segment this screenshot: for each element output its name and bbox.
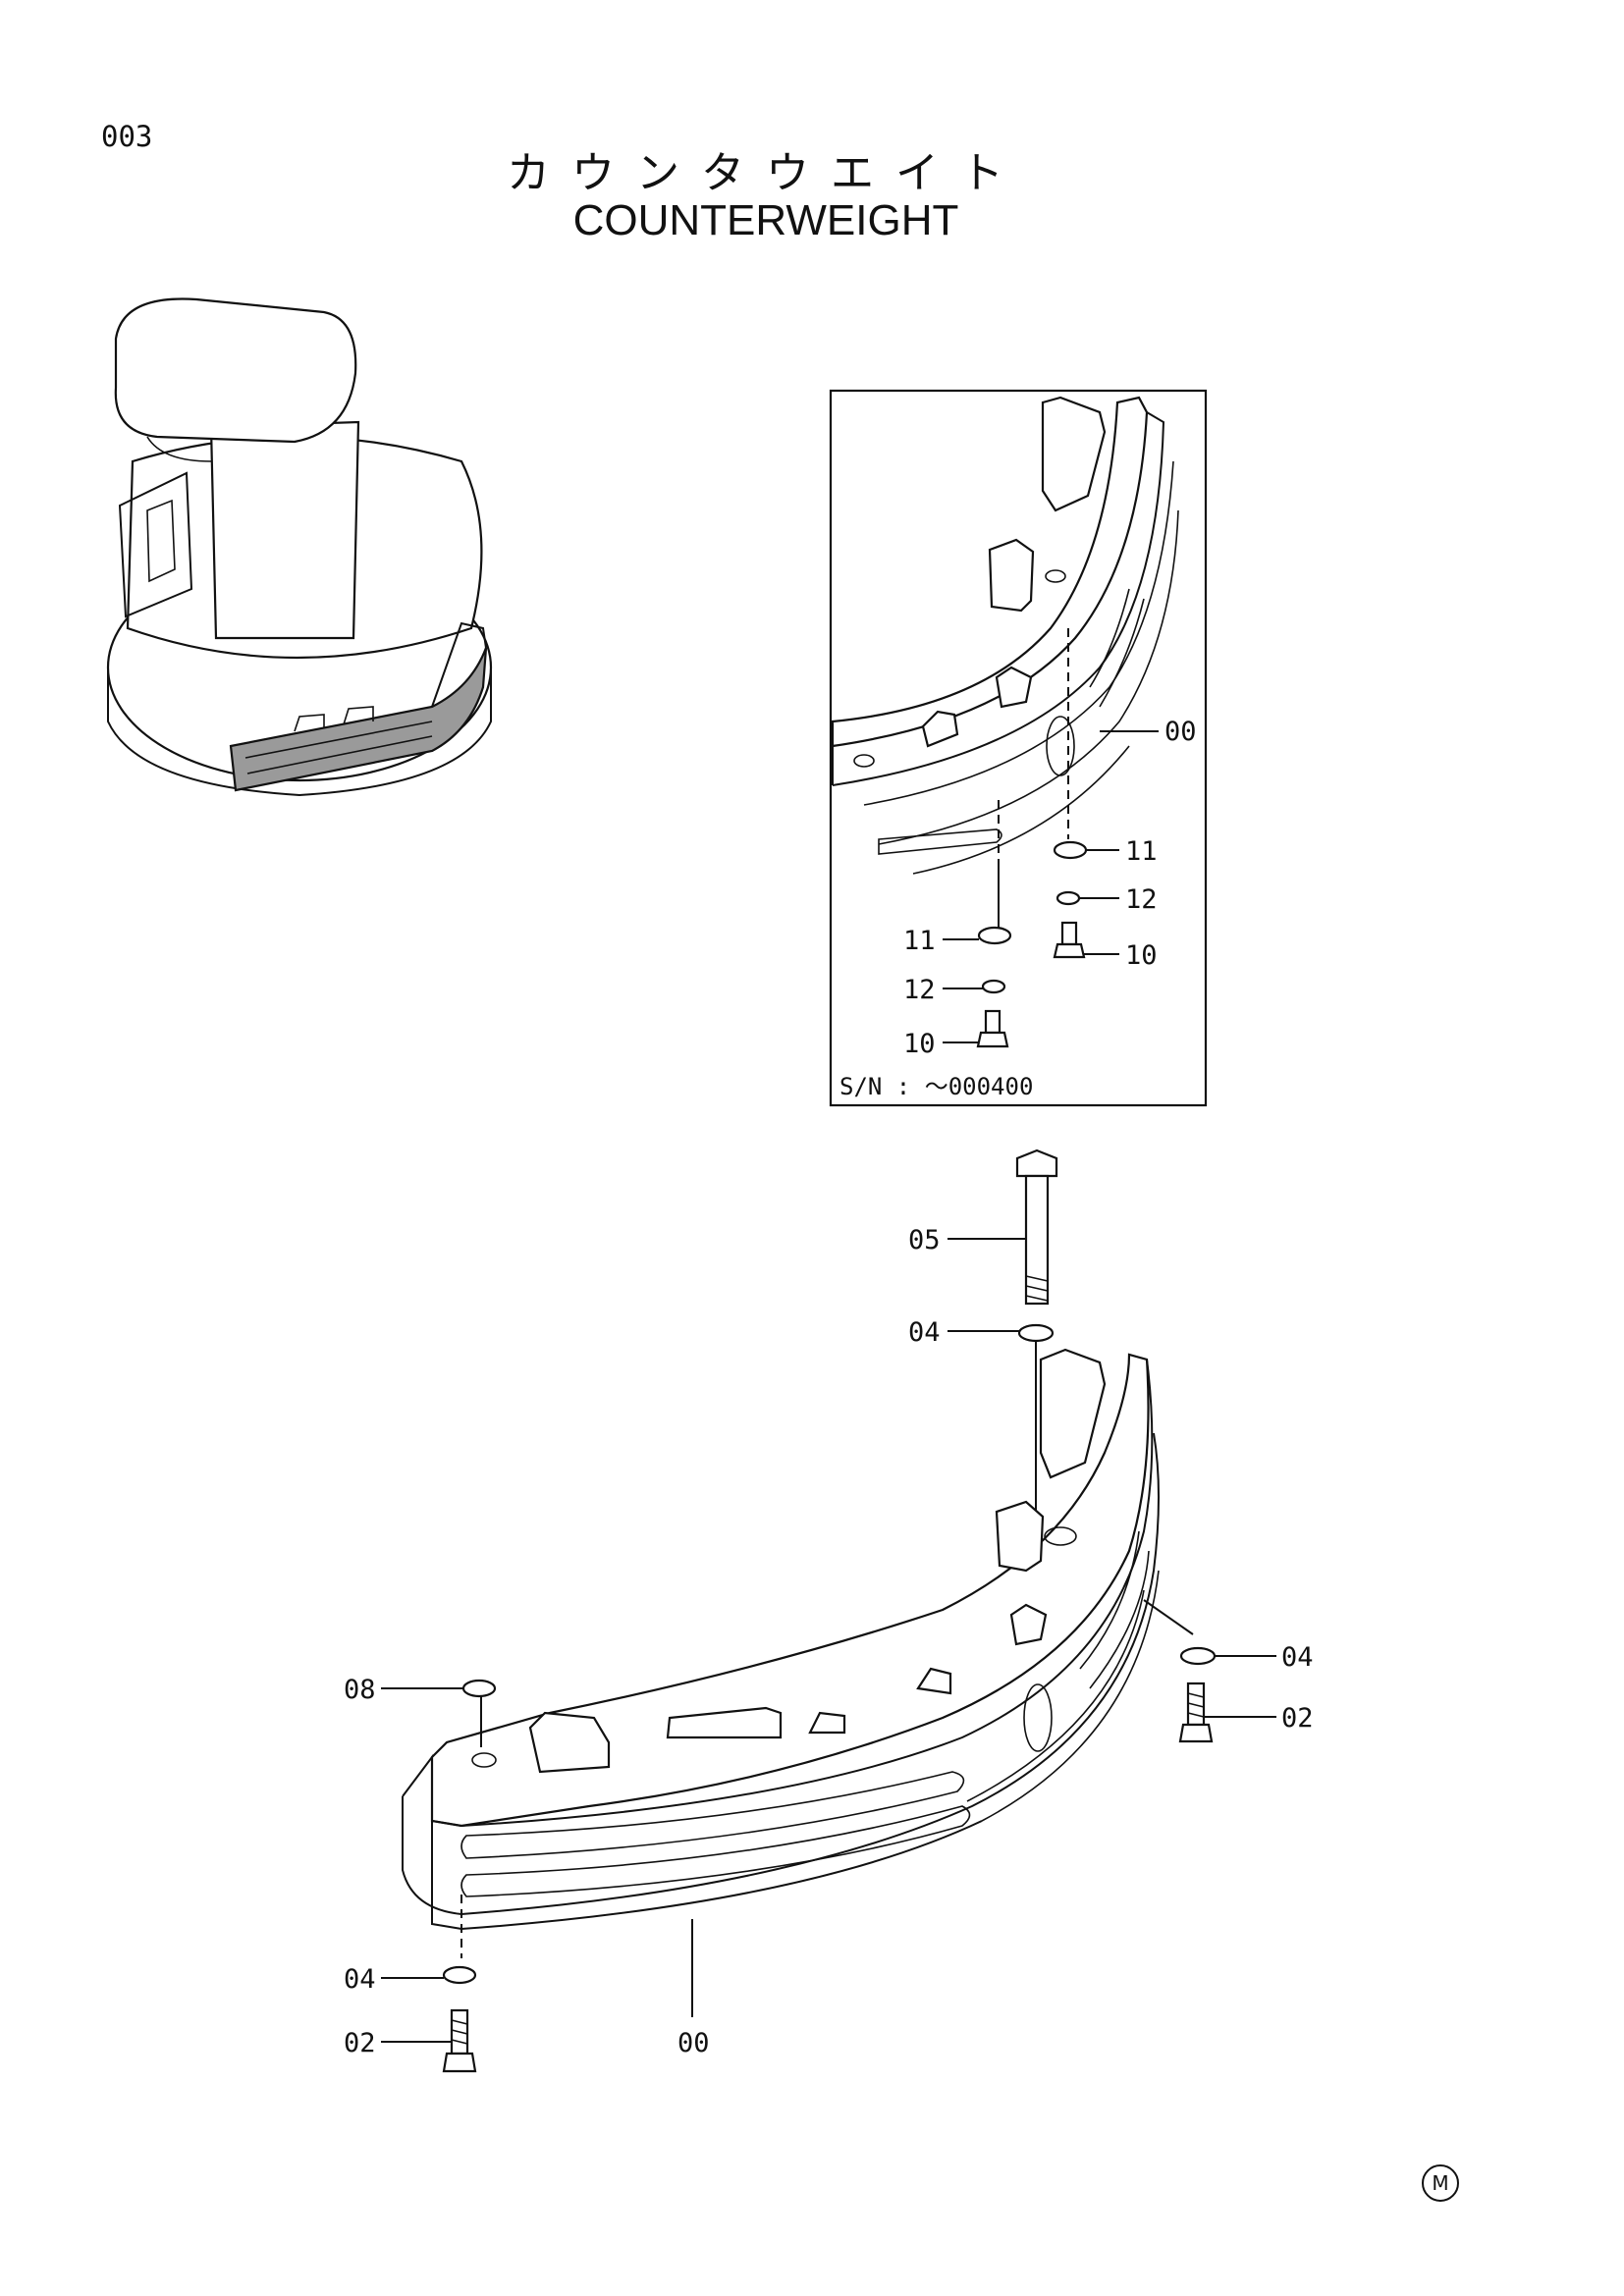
label-05: 05: [908, 1225, 941, 1255]
label-04-top: 04: [908, 1317, 941, 1348]
machine-overview-sketch: [106, 297, 493, 797]
inset-serial-note: S/N : ～000400: [839, 1073, 1033, 1100]
inset-label-10-left: 10: [903, 1029, 936, 1059]
label-04-right: 04: [1281, 1642, 1314, 1673]
title-japanese: カウンタウエイト: [507, 148, 1025, 198]
title-english: COUNTERWEIGHT: [572, 196, 959, 244]
inset-label-11-right: 11: [1125, 836, 1158, 867]
manufacturer-mark: M: [1422, 2164, 1459, 2202]
page-number: 003: [101, 120, 153, 153]
inset-label-11-left: 11: [903, 926, 936, 956]
inset-label-00: 00: [1164, 717, 1197, 747]
main-diagram: 05 04 04: [344, 1148, 1314, 2073]
inset-diagram: 00 11 12 10 11 12 10 S/N : ～000400: [829, 389, 1208, 1107]
label-08: 08: [344, 1675, 376, 1705]
inset-label-10-right: 10: [1125, 940, 1158, 971]
inset-label-12-left: 12: [903, 975, 936, 1005]
counterweight-highlight: [229, 647, 488, 792]
label-00: 00: [677, 2028, 710, 2058]
label-02-right: 02: [1281, 1703, 1314, 1734]
label-02-left: 02: [344, 2028, 376, 2058]
inset-label-12-right: 12: [1125, 884, 1158, 915]
label-04-left: 04: [344, 1964, 376, 1995]
inset-frame: [829, 389, 1208, 1107]
